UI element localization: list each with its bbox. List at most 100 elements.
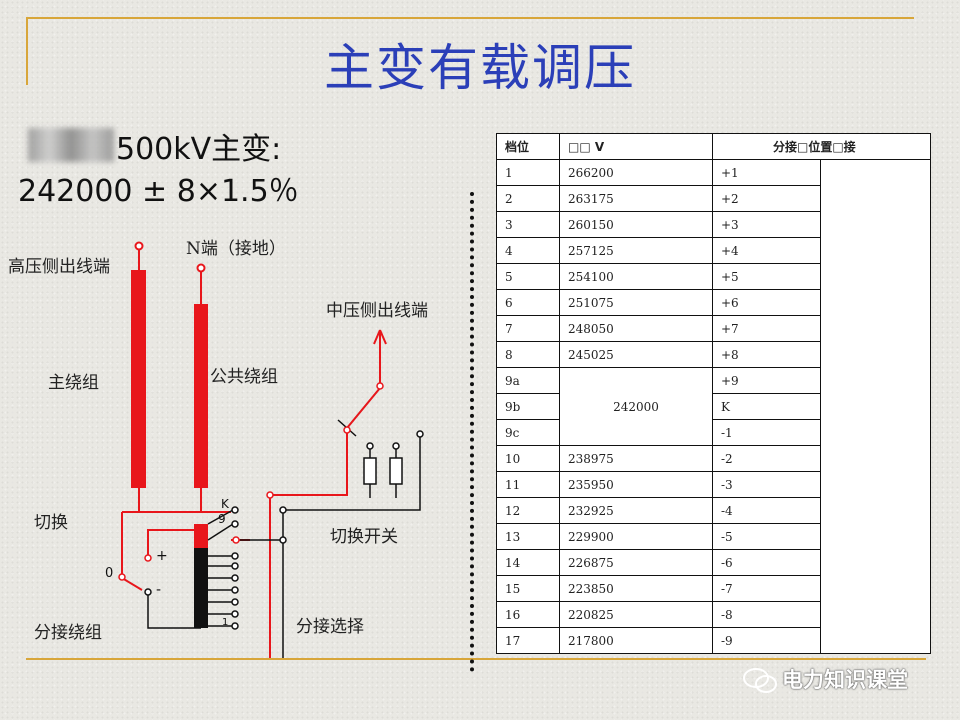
cell-voltage: 229900 bbox=[559, 523, 713, 550]
main-winding-label: 主绕组 bbox=[48, 373, 99, 393]
n-terminal-label: N端（接地） bbox=[186, 239, 286, 259]
cell-voltage: 254100 bbox=[559, 263, 713, 290]
changeover-label: 切换 bbox=[34, 513, 68, 533]
cell-tap: K bbox=[712, 393, 821, 420]
cell-position: 2 bbox=[496, 185, 560, 212]
changeover-switch-label: 切换开关 bbox=[330, 527, 398, 547]
cell-position: 8 bbox=[496, 341, 560, 368]
one-tap-label: 1 bbox=[222, 617, 229, 628]
cell-voltage: 248050 bbox=[559, 315, 713, 342]
cell-tap: +4 bbox=[712, 237, 821, 264]
cell-voltage: 245025 bbox=[559, 341, 713, 368]
minus-label: - bbox=[156, 582, 162, 598]
cell-position: 9a bbox=[496, 367, 560, 394]
tap-selector-label: 分接选择 bbox=[296, 617, 364, 637]
cell-voltage: 242000 bbox=[559, 367, 713, 446]
resistor-right bbox=[389, 457, 403, 485]
cell-position: 5 bbox=[496, 263, 560, 290]
cell-position: 1 bbox=[496, 159, 560, 186]
cell-voltage: 263175 bbox=[559, 185, 713, 212]
cell-position: 14 bbox=[496, 549, 560, 576]
blurred-region bbox=[28, 128, 114, 162]
wechat-icon bbox=[743, 668, 777, 693]
table-row: 9b K bbox=[496, 393, 931, 420]
cell-voltage: 257125 bbox=[559, 237, 713, 264]
cell-position: 9c bbox=[496, 419, 560, 446]
hv-terminal-node bbox=[134, 241, 144, 251]
tap-winding-coil bbox=[194, 548, 208, 628]
cell-voltage: 251075 bbox=[559, 289, 713, 316]
table-header-row: 档位 □□ V 分接□位置□接 bbox=[496, 133, 931, 160]
nine-tap-label: 9 bbox=[218, 512, 226, 526]
cell-position: 16 bbox=[496, 601, 560, 628]
header-tap-connection: 分接□位置□接 bbox=[712, 133, 931, 160]
cell-tap: +5 bbox=[712, 263, 821, 290]
frame-left-line bbox=[26, 17, 28, 85]
cell-voltage: 235950 bbox=[559, 471, 713, 498]
cell-tap: +8 bbox=[712, 341, 821, 368]
tap-winding-top bbox=[194, 524, 208, 548]
tap-winding-label: 分接绕组 bbox=[34, 623, 102, 643]
mv-terminal-label: 中压侧出线端 bbox=[326, 301, 428, 321]
frame-top-line bbox=[26, 17, 914, 19]
cell-tap: -9 bbox=[712, 627, 821, 654]
n-terminal-node bbox=[196, 263, 206, 273]
cell-voltage: 266200 bbox=[559, 159, 713, 186]
cell-tap: -6 bbox=[712, 549, 821, 576]
cell-voltage: 217800 bbox=[559, 627, 713, 654]
k-tap-label: K bbox=[221, 497, 229, 511]
page-title: 主变有载调压 bbox=[324, 39, 636, 97]
cell-tap: +7 bbox=[712, 315, 821, 342]
subtitle-line2: 242000 ± 8×1.5％ bbox=[18, 174, 299, 209]
hv-terminal-label: 高压侧出线端 bbox=[8, 257, 110, 277]
cell-tap: -4 bbox=[712, 497, 821, 524]
cell-tap: +1 bbox=[712, 159, 821, 186]
subtitle-line1: 500kV主变: bbox=[116, 132, 282, 167]
header-position: 档位 bbox=[496, 133, 560, 160]
cell-tap: +3 bbox=[712, 211, 821, 238]
cell-voltage: 220825 bbox=[559, 601, 713, 628]
main-winding-coil bbox=[131, 270, 146, 488]
cell-position: 7 bbox=[496, 315, 560, 342]
cell-position: 9b bbox=[496, 393, 560, 420]
zero-label: 0 bbox=[105, 566, 114, 581]
cell-tap: -5 bbox=[712, 523, 821, 550]
cell-position: 10 bbox=[496, 445, 560, 472]
cell-voltage: 238975 bbox=[559, 445, 713, 472]
cell-position: 11 bbox=[496, 471, 560, 498]
cell-position: 6 bbox=[496, 289, 560, 316]
cell-tap: +6 bbox=[712, 289, 821, 316]
cell-blank-column bbox=[820, 159, 931, 654]
cell-tap: -1 bbox=[712, 419, 821, 446]
common-winding-coil bbox=[194, 304, 208, 488]
cell-position: 13 bbox=[496, 523, 560, 550]
cell-tap: -2 bbox=[712, 445, 821, 472]
cell-position: 3 bbox=[496, 211, 560, 238]
plus-label: + bbox=[156, 548, 168, 564]
cell-tap: -7 bbox=[712, 575, 821, 602]
cell-position: 12 bbox=[496, 497, 560, 524]
cell-position: 15 bbox=[496, 575, 560, 602]
watermark-text: 电力知识课堂 bbox=[782, 668, 908, 692]
header-voltage: □□ V bbox=[559, 133, 713, 160]
frame-bottom-line bbox=[26, 658, 926, 660]
common-winding-label: 公共绕组 bbox=[210, 367, 278, 387]
cell-tap: +2 bbox=[712, 185, 821, 212]
cell-position: 17 bbox=[496, 627, 560, 654]
cell-voltage: 260150 bbox=[559, 211, 713, 238]
resistor-left bbox=[363, 457, 377, 485]
cell-voltage: 226875 bbox=[559, 549, 713, 576]
cell-tap: +9 bbox=[712, 367, 821, 394]
